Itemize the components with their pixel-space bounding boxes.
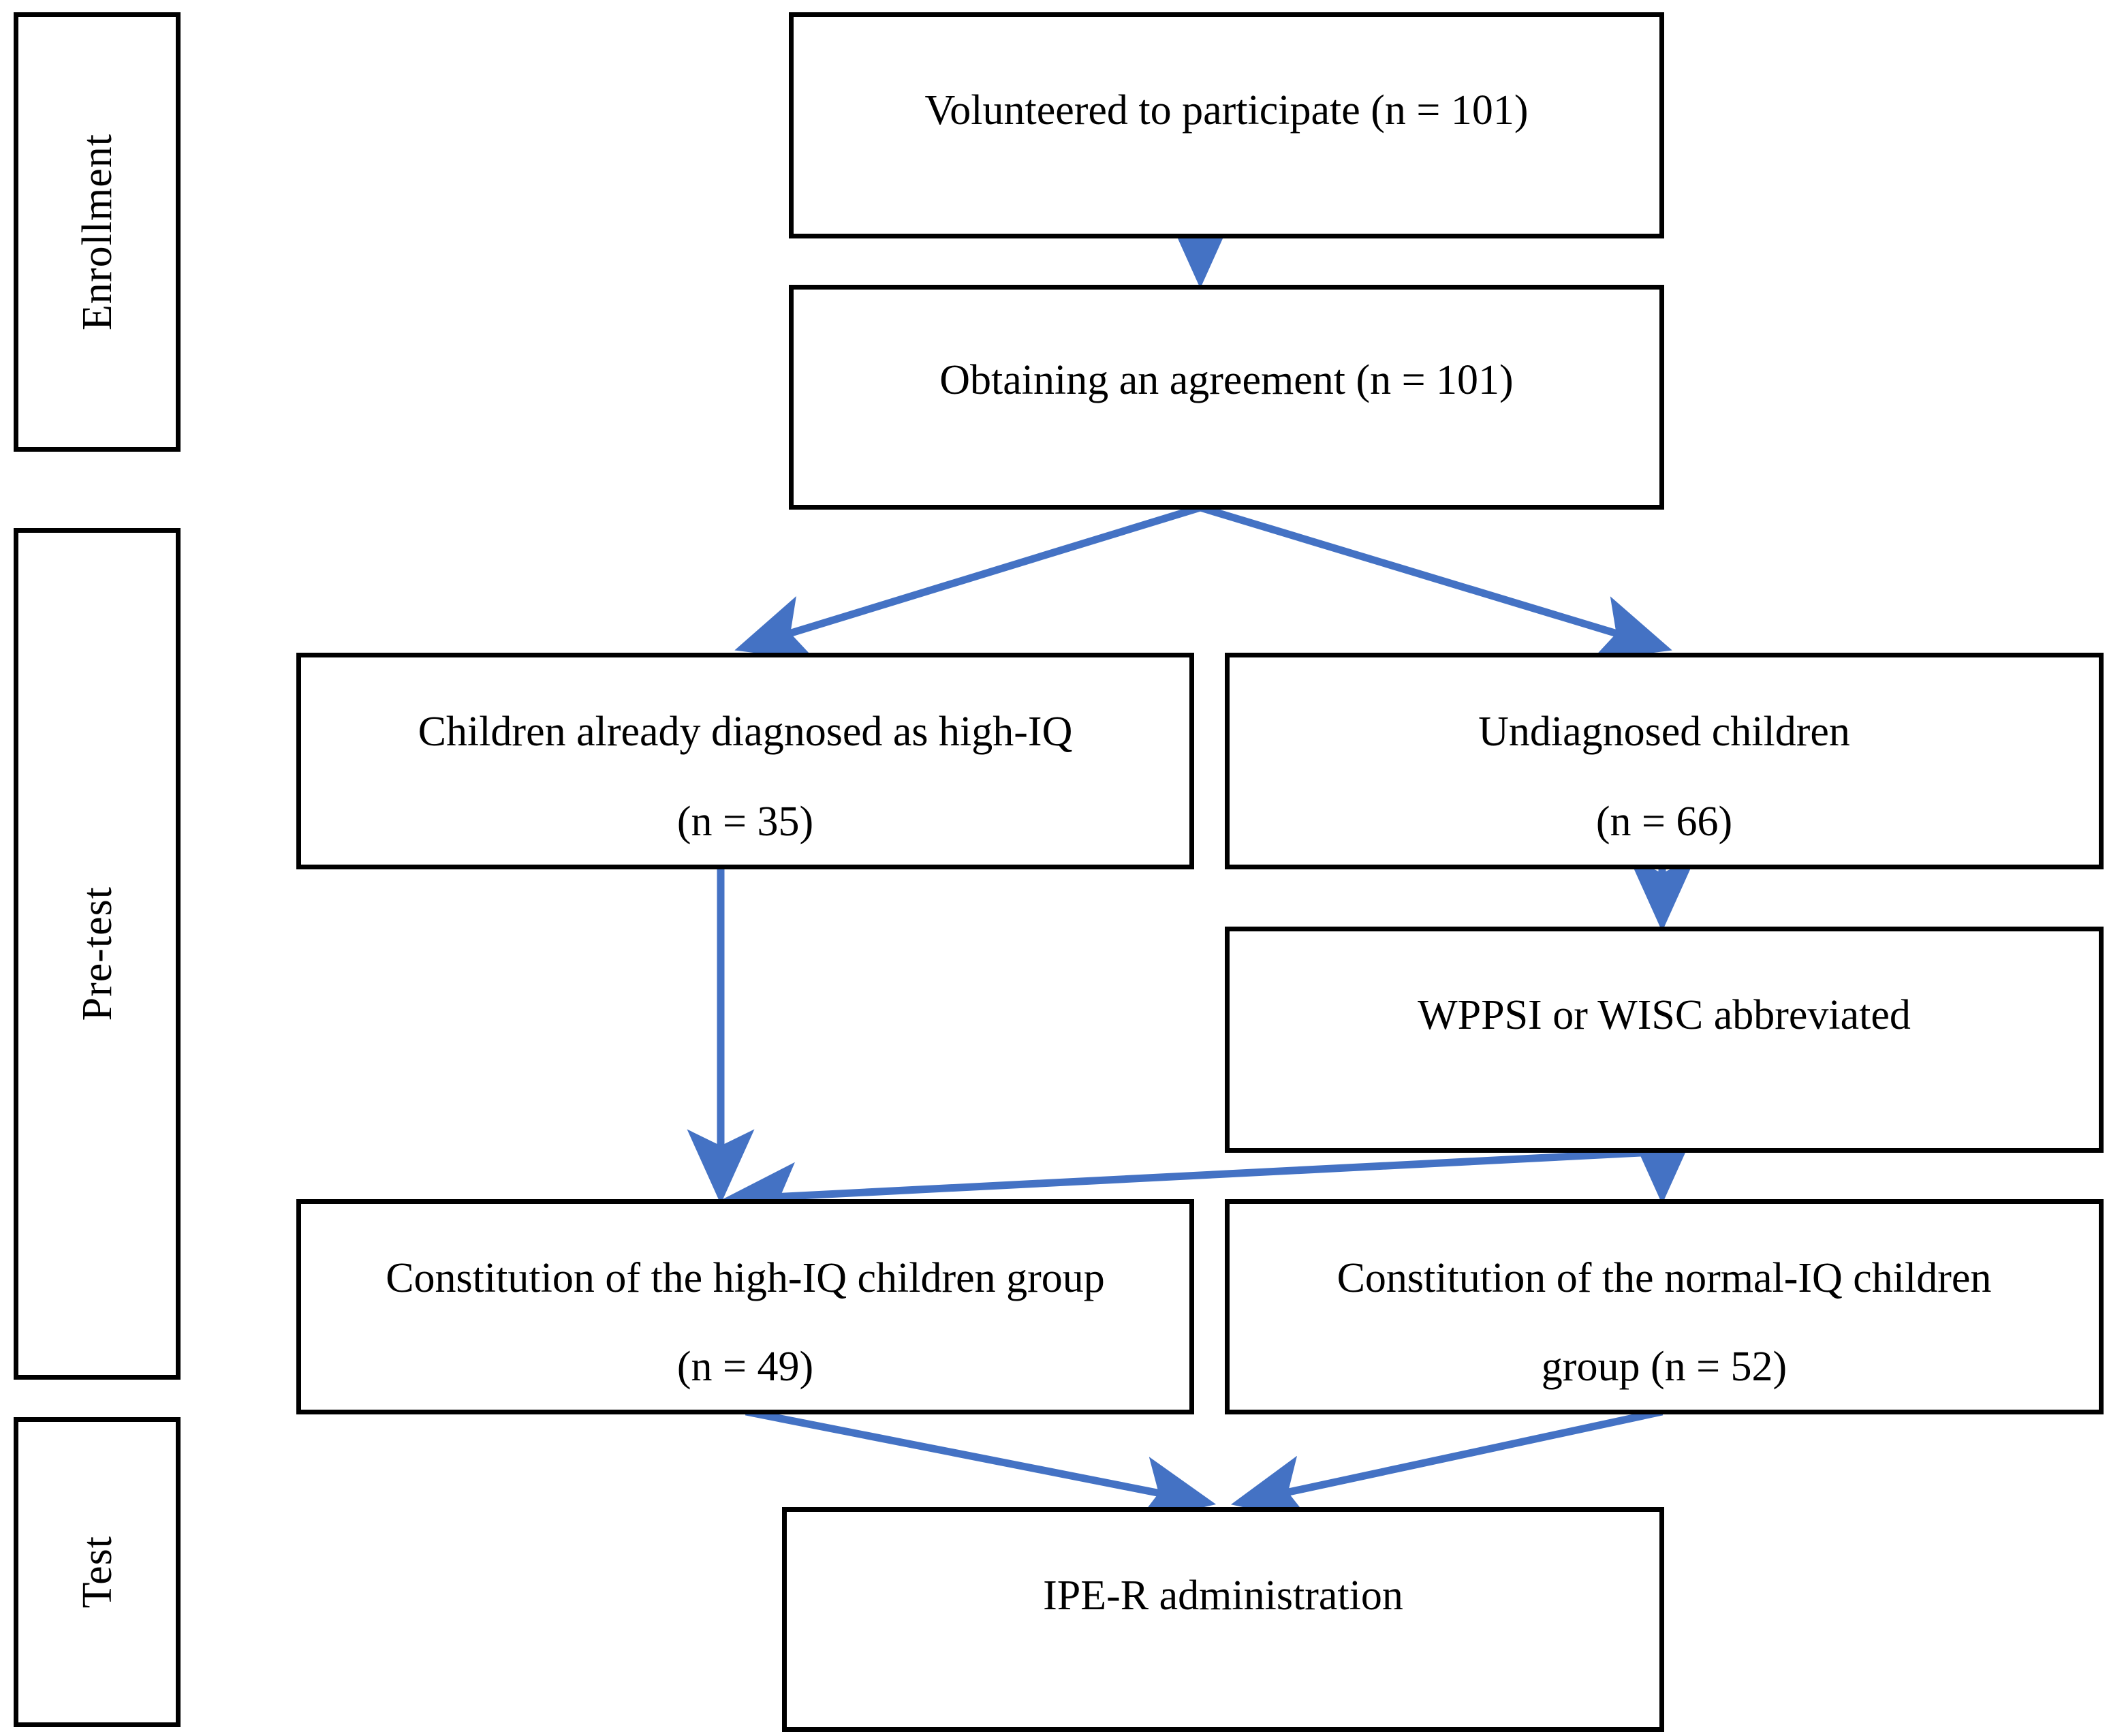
stage-label-enrollment: Enrollment	[74, 134, 121, 330]
node-normal-iq-group-line-2: group (n = 52)	[1541, 1344, 1787, 1390]
node-ipe-r-line-1: IPE-R administration	[1043, 1572, 1403, 1619]
edge-agreement-to-already-diagnosed	[734, 503, 1202, 661]
node-already-diagnosed-line-2: (n = 35)	[676, 799, 814, 845]
edge-wppsi-to-high-iq-group	[721, 1147, 1668, 1230]
node-ipe-r: IPE-R administration	[782, 1507, 1664, 1732]
stage-box-test: Test	[14, 1417, 181, 1727]
edge-agreement-to-undiagnosed	[1199, 503, 1672, 662]
stage-box-pretest: Pre-test	[14, 528, 181, 1380]
edge-high-iq-group-to-ipe-r	[745, 1408, 1217, 1523]
edge-normal-iq-group-to-ipe-r	[1230, 1408, 1664, 1522]
node-undiagnosed-line-2: (n = 66)	[1595, 799, 1733, 845]
stage-label-test: Test	[74, 1536, 121, 1609]
node-wppsi-wisc: WPPSI or WISC abbreviated	[1225, 927, 2104, 1153]
node-volunteered-line-1: Volunteered to participate (n = 101)	[924, 87, 1529, 134]
node-volunteered: Volunteered to participate (n = 101)	[789, 12, 1664, 238]
node-normal-iq-group: Constitution of the normal-IQ children g…	[1225, 1199, 2104, 1414]
node-already-diagnosed-line-1: Children already diagnosed as high-IQ	[418, 709, 1073, 755]
node-high-iq-group-line-1: Constitution of the high-IQ children gro…	[386, 1255, 1105, 1301]
node-already-diagnosed: Children already diagnosed as high-IQ (n…	[296, 653, 1194, 869]
stage-box-enrollment: Enrollment	[14, 12, 181, 452]
node-high-iq-group-line-2: (n = 49)	[676, 1344, 814, 1390]
node-agreement-line-1: Obtaining an agreement (n = 101)	[939, 357, 1514, 403]
node-normal-iq-group-line-1: Constitution of the normal-IQ children	[1337, 1255, 1992, 1301]
node-agreement: Obtaining an agreement (n = 101)	[789, 285, 1664, 510]
node-wppsi-wisc-line-1: WPPSI or WISC abbreviated	[1418, 992, 1911, 1038]
node-undiagnosed-line-1: Undiagnosed children	[1478, 709, 1850, 755]
node-undiagnosed: Undiagnosed children (n = 66)	[1225, 653, 2104, 869]
stage-label-pretest: Pre-test	[74, 886, 121, 1021]
node-high-iq-group: Constitution of the high-IQ children gro…	[296, 1199, 1194, 1414]
